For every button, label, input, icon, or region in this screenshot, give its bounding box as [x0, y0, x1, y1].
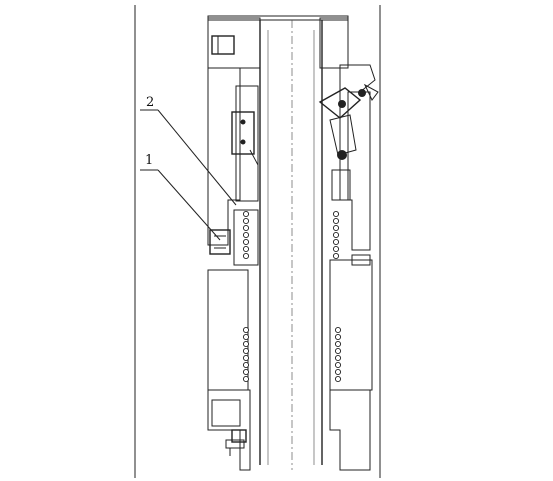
spring-coil: [242, 231, 250, 239]
spring-coil: [332, 210, 340, 218]
spring-coil: [334, 354, 342, 362]
spring-coil: [242, 347, 250, 355]
spring-coil: [334, 347, 342, 355]
spring-coil: [242, 354, 250, 362]
right-spring-upper: [332, 210, 340, 260]
spring-coil: [332, 252, 340, 260]
spring-coil: [332, 238, 340, 246]
spring-coil: [242, 361, 250, 369]
spring-coil: [332, 224, 340, 232]
callout-1: 1: [140, 153, 221, 241]
spring-coil: [242, 375, 250, 383]
left-spring-upper: [242, 210, 250, 260]
right-housing: [329, 64, 376, 471]
spring-coil: [242, 245, 250, 253]
left-housing: [207, 67, 259, 471]
spring-coil: [334, 368, 342, 376]
spring-coil: [242, 217, 250, 225]
spring-coil: [334, 326, 342, 334]
callout-2-label: 2: [146, 95, 154, 110]
spring-coil: [242, 210, 250, 218]
spring-coil: [242, 224, 250, 232]
spring-coil: [334, 333, 342, 341]
spring-coil: [242, 333, 250, 341]
left-spring-lower: [242, 326, 250, 383]
spring-coil: [334, 361, 342, 369]
callout-1-label: 1: [145, 153, 153, 168]
right-linkage: [318, 83, 379, 201]
spring-coil: [242, 238, 250, 246]
spring-coil: [332, 245, 340, 253]
spring-coil: [334, 375, 342, 383]
spring-coil: [332, 231, 340, 239]
spring-coil: [242, 252, 250, 260]
top-cap: [207, 15, 349, 69]
right-spring-lower: [334, 326, 342, 383]
spring-coil: [334, 340, 342, 348]
spring-coil: [242, 368, 250, 376]
spring-coil: [242, 326, 250, 334]
spring-coil: [242, 340, 250, 348]
bottom-left-fitting: [225, 439, 245, 456]
central-tube: [259, 20, 323, 470]
callout-2: 2: [140, 95, 237, 206]
spring-coil: [332, 217, 340, 225]
